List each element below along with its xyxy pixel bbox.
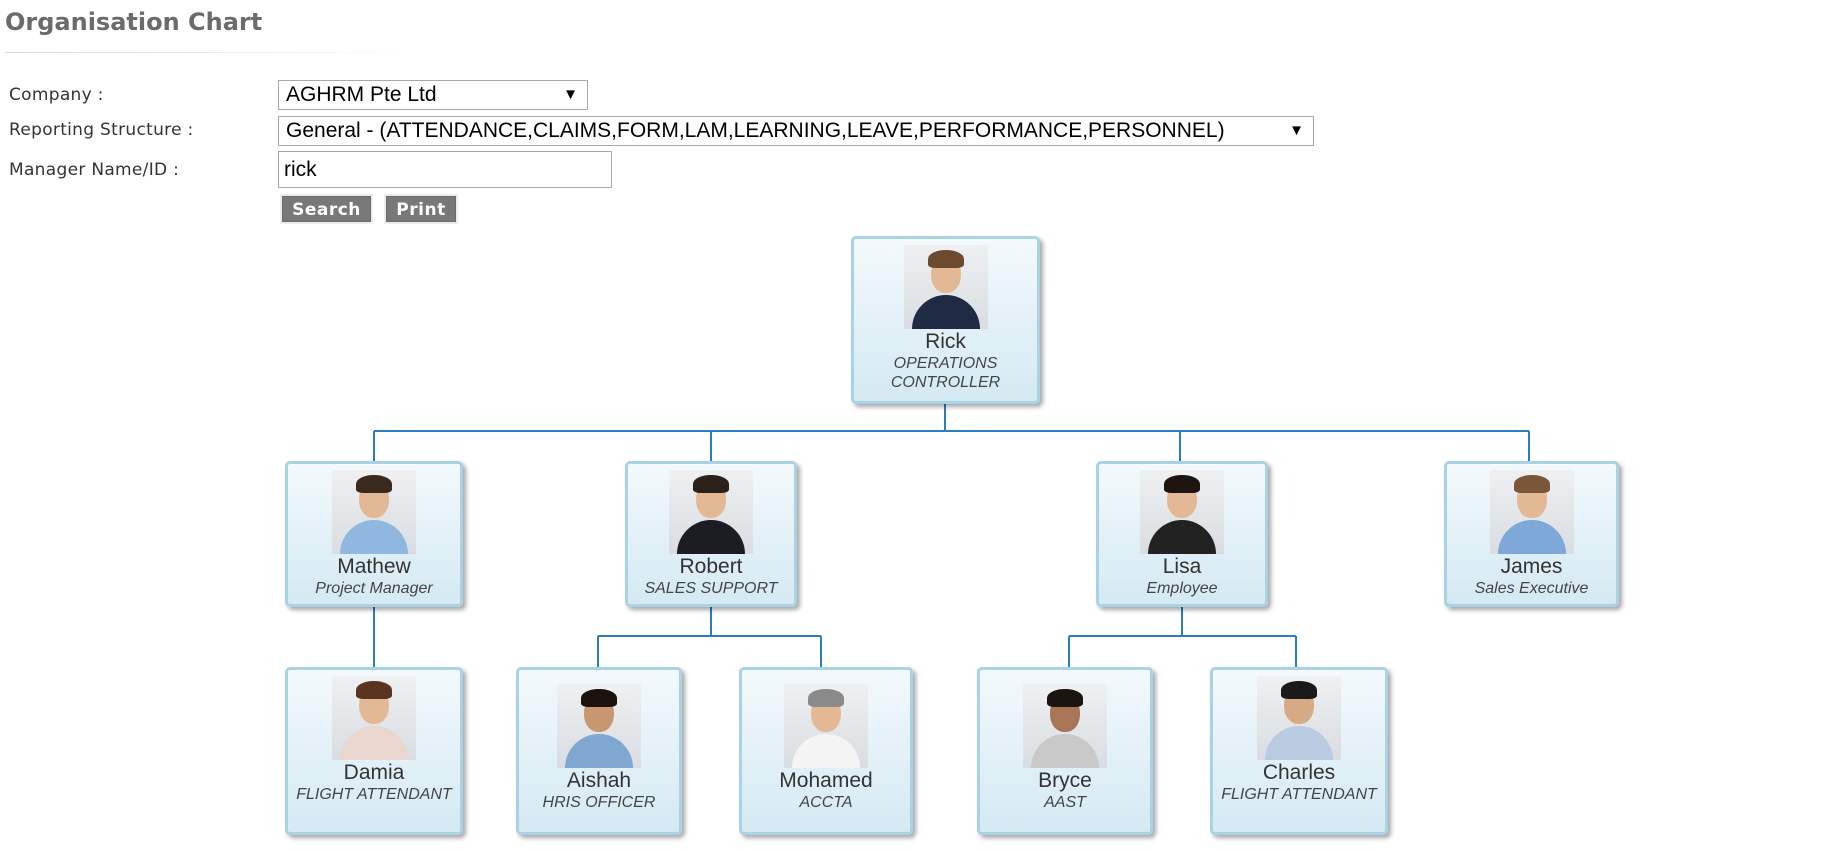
print-button[interactable]: Print	[386, 196, 456, 222]
org-node-james[interactable]: James Sales Executive	[1444, 461, 1619, 607]
person-title: AAST	[1044, 794, 1086, 811]
avatar	[1023, 684, 1107, 768]
org-node-lisa[interactable]: Lisa Employee	[1096, 461, 1268, 607]
person-name: Mohamed	[779, 769, 873, 792]
avatar	[332, 676, 416, 760]
search-button[interactable]: Search	[282, 196, 371, 222]
person-title: Employee	[1146, 580, 1218, 597]
dropdown-arrow-icon: ▼	[563, 86, 578, 103]
company-select-value: AGHRM Pte Ltd	[286, 83, 437, 106]
reporting-structure-select[interactable]: General - (ATTENDANCE,CLAIMS,FORM,LAM,LE…	[278, 116, 1314, 146]
person-name: Aishah	[566, 769, 632, 792]
manager-name-input[interactable]	[278, 151, 612, 188]
org-node-mathew[interactable]: Mathew Project Manager	[285, 461, 463, 607]
manager-label: Manager Name/ID :	[9, 160, 180, 180]
avatar	[332, 470, 416, 554]
org-node-rick[interactable]: Rick OPERATIONS CONTROLLER	[851, 236, 1040, 404]
dropdown-arrow-icon: ▼	[1289, 122, 1304, 139]
person-title: FLIGHT ATTENDANT	[1221, 786, 1377, 803]
person-name: Robert	[679, 555, 743, 578]
person-name: James	[1500, 555, 1563, 578]
org-node-mohamed[interactable]: Mohamed ACCTA	[739, 667, 913, 835]
person-title: OPERATIONS CONTROLLER	[890, 355, 1001, 391]
person-title: ACCTA	[799, 794, 853, 811]
company-select[interactable]: AGHRM Pte Ltd ▼	[278, 80, 588, 110]
avatar	[669, 470, 753, 554]
person-name: Rick	[925, 330, 966, 353]
person-title: FLIGHT ATTENDANT	[296, 786, 452, 803]
person-title: Project Manager	[315, 580, 433, 597]
avatar	[784, 684, 868, 768]
avatar	[557, 684, 641, 768]
person-title: SALES SUPPORT	[644, 580, 778, 597]
avatar	[1489, 470, 1574, 554]
avatar	[1257, 676, 1341, 760]
person-name: Charles	[1262, 761, 1336, 784]
org-node-aishah[interactable]: Aishah HRIS OFFICER	[516, 667, 682, 835]
person-name: Mathew	[337, 555, 411, 578]
title-divider	[5, 52, 415, 53]
org-node-bryce[interactable]: Bryce AAST	[977, 667, 1153, 835]
person-name: Damia	[343, 761, 405, 784]
org-node-robert[interactable]: Robert SALES SUPPORT	[625, 461, 797, 607]
person-title: Sales Executive	[1474, 580, 1589, 597]
person-name: Lisa	[1162, 555, 1202, 578]
org-node-charles[interactable]: Charles FLIGHT ATTENDANT	[1210, 667, 1388, 835]
person-name: Bryce	[1038, 769, 1092, 792]
person-title: HRIS OFFICER	[542, 794, 656, 811]
company-label: Company :	[9, 85, 104, 105]
avatar	[1140, 470, 1224, 554]
page-title: Organisation Chart	[5, 8, 263, 36]
reporting-structure-label: Reporting Structure :	[9, 120, 194, 140]
org-node-damia[interactable]: Damia FLIGHT ATTENDANT	[285, 667, 463, 835]
avatar	[903, 245, 988, 329]
reporting-structure-value: General - (ATTENDANCE,CLAIMS,FORM,LAM,LE…	[286, 119, 1225, 142]
